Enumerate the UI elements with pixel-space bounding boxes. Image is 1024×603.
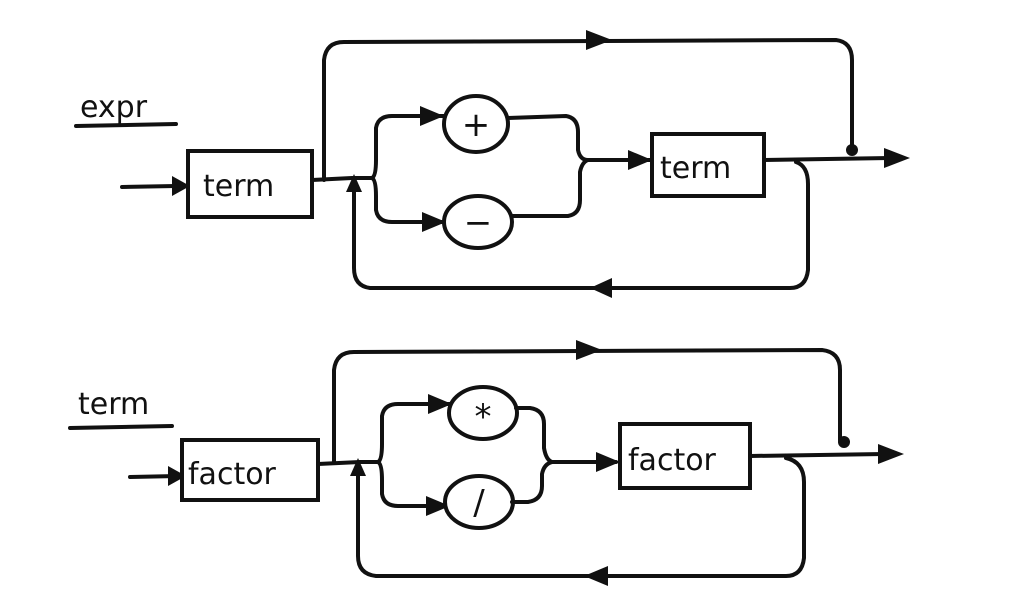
term-divide-branch	[376, 460, 450, 508]
expr-bypass-join-dot	[846, 144, 858, 156]
term-bypass-join-dot	[838, 436, 850, 448]
expr-plus-operator	[442, 94, 510, 154]
expr-plus-branch	[370, 114, 446, 180]
expr-minus-operator	[442, 194, 514, 250]
term-diagram: term factor * / factor	[68, 340, 904, 586]
term-repeat-join-arrowhead	[350, 458, 366, 476]
term-repeat-path	[356, 456, 806, 578]
term-first-factor-box	[180, 438, 320, 502]
expr-minus-merge	[510, 158, 590, 218]
term-multiply-operator	[447, 385, 519, 441]
expr-second-term-label: term	[660, 151, 731, 186]
term-exit-arrowhead	[878, 444, 904, 464]
expr-plus-symbol: +	[462, 105, 491, 145]
term-multiply-merge	[514, 406, 554, 464]
expr-minus-symbol: −	[464, 203, 493, 243]
expr-entry-arrowhead	[172, 176, 190, 196]
expr-entry-line	[120, 184, 178, 189]
term-second-factor-label: factor	[628, 443, 717, 478]
expr-exit-line	[762, 156, 894, 162]
term-entry-arrowhead	[168, 466, 186, 486]
expr-plus-arrowhead	[420, 106, 444, 126]
expr-repeat-join-arrowhead	[346, 174, 362, 192]
term-second-factor-arrowhead	[596, 452, 620, 472]
term-multiply-symbol: *	[475, 397, 492, 437]
expr-first-term-box	[186, 149, 314, 219]
term-divide-merge	[510, 460, 554, 504]
term-multiply-arrowhead	[428, 394, 452, 414]
term-first-exit-line	[316, 460, 380, 466]
term-title: term	[78, 387, 149, 422]
term-title-underline	[68, 424, 174, 430]
expr-plus-merge	[506, 114, 590, 162]
term-divide-arrowhead	[426, 496, 450, 516]
expr-repeat-arrowhead	[590, 278, 612, 298]
term-multiply-branch	[376, 402, 454, 464]
expr-minus-arrowhead	[422, 212, 446, 232]
term-repeat-arrowhead	[584, 566, 608, 586]
expr-exit-arrowhead	[884, 148, 910, 168]
term-first-factor-label: factor	[188, 457, 277, 492]
expr-second-term-box	[650, 132, 766, 198]
expr-first-exit-line	[310, 176, 374, 182]
expr-bypass-arrowhead	[586, 30, 612, 50]
expr-second-term-arrowhead	[628, 150, 652, 170]
term-exit-line	[748, 452, 886, 458]
term-divide-symbol: /	[473, 483, 485, 523]
expr-title-underline	[74, 122, 178, 128]
expr-title: expr	[80, 90, 148, 125]
term-second-factor-box	[618, 422, 752, 490]
expr-repeat-path	[352, 160, 810, 290]
expr-diagram: expr term + − term	[74, 30, 910, 298]
expr-minus-branch	[370, 176, 448, 224]
expr-first-term-label: term	[203, 169, 274, 204]
term-bypass-arrowhead	[576, 340, 602, 360]
